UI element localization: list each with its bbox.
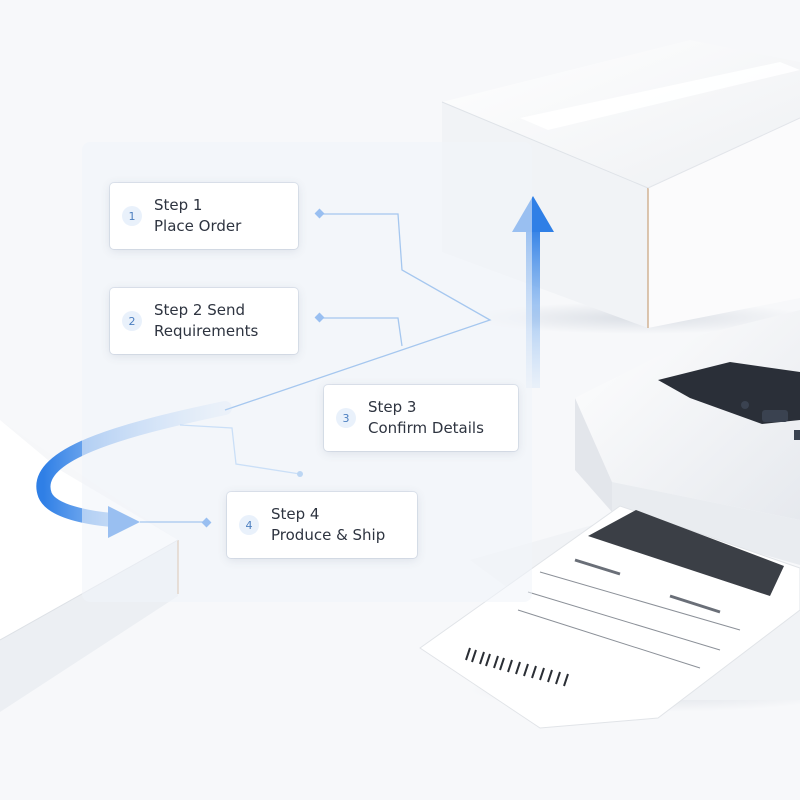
step-text: Step 1 Place Order: [154, 195, 241, 237]
step-title: Step 2 Send: [154, 301, 246, 319]
step-number-badge: 2: [122, 311, 142, 331]
step-number-badge: 4: [239, 515, 259, 535]
step-subtitle: Confirm Details: [368, 419, 484, 437]
step-subtitle: Requirements: [154, 322, 259, 340]
step-title: Step 1: [154, 196, 203, 214]
step-subtitle: Produce & Ship: [271, 526, 386, 544]
step-card-3: 3 Step 3 Confirm Details: [324, 385, 518, 451]
step-card-4: 4 Step 4 Produce & Ship: [227, 492, 417, 558]
step-title: Step 4: [271, 505, 320, 523]
step-text: Step 4 Produce & Ship: [271, 504, 385, 546]
step-card-2: 2 Step 2 Send Requirements: [110, 288, 298, 354]
step-text: Step 2 Send Requirements: [154, 300, 258, 342]
step-number-badge: 1: [122, 206, 142, 226]
step-subtitle: Place Order: [154, 217, 242, 235]
step-title: Step 3: [368, 398, 417, 416]
shipping-label: [419, 505, 800, 729]
step-number-badge: 3: [336, 408, 356, 428]
step-text: Step 3 Confirm Details: [368, 397, 484, 439]
step-card-1: 1 Step 1 Place Order: [110, 183, 298, 249]
